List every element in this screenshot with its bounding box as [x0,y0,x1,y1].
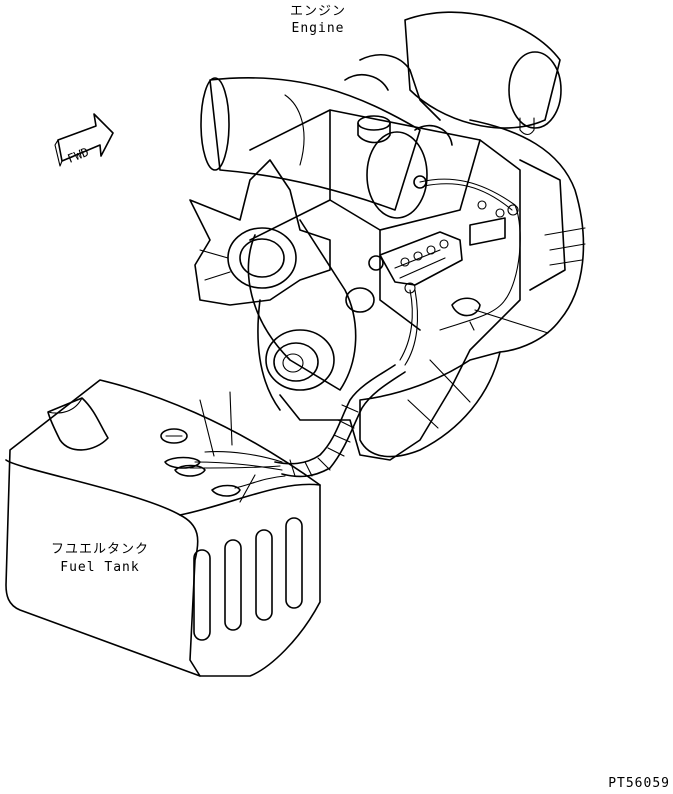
fuel-tank-label-jp: フユエルタンク [50,542,149,557]
fuel-tank-label-en: Fuel Tank [60,560,140,575]
engine [189,11,586,461]
part-code-label: PT56059 [608,776,670,791]
engine-label-jp: エンジン [289,4,346,19]
fuel-hoses [189,309,549,503]
fwd-arrow: FWD [54,113,114,167]
fuel-tank [5,379,321,677]
engine-label-en: Engine [291,21,345,36]
